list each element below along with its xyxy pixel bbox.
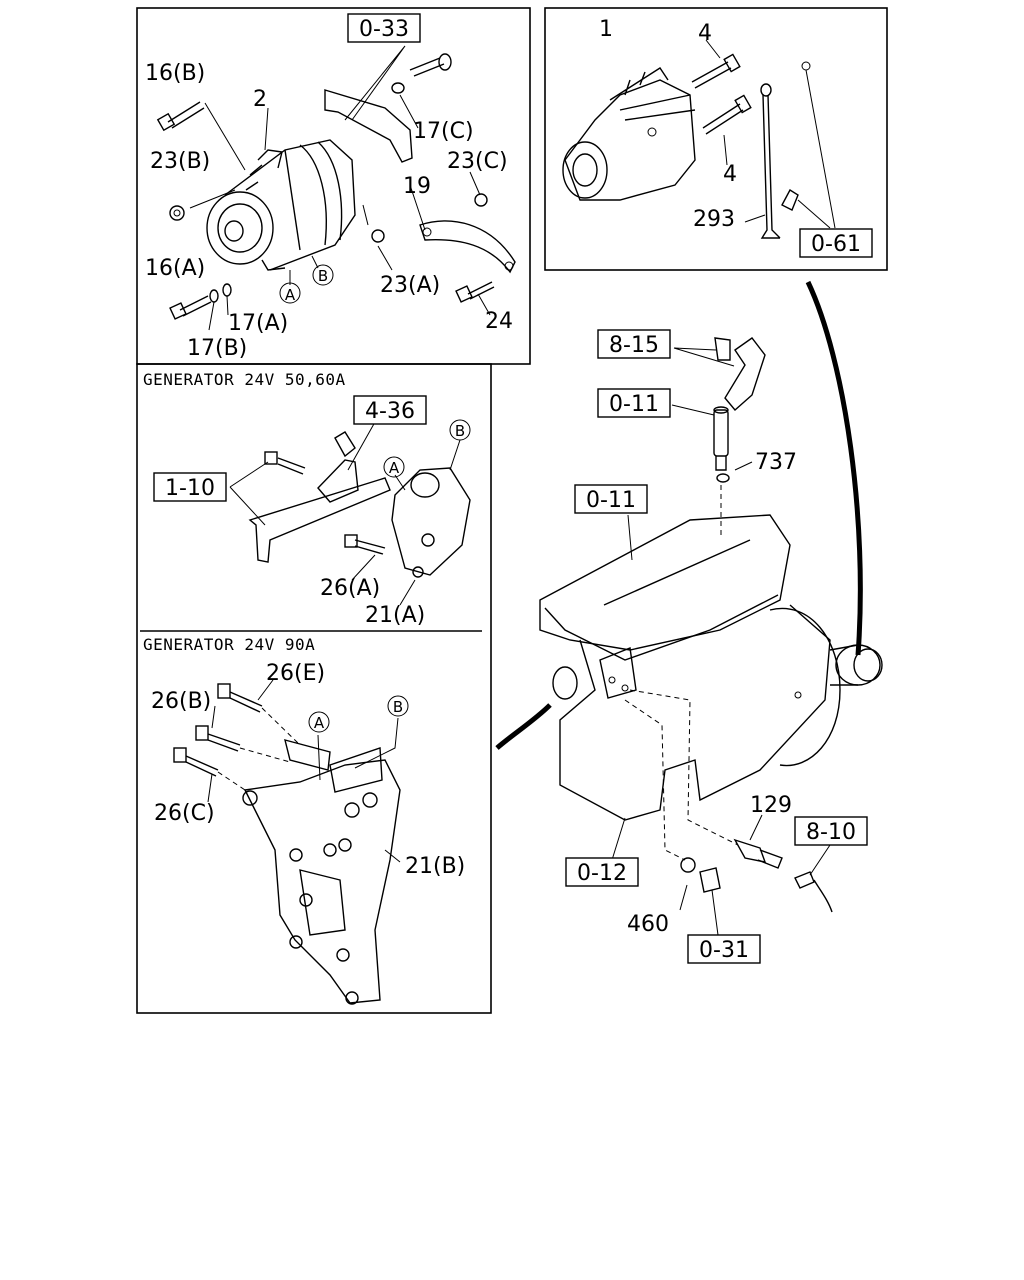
bracket-ref-4-36: 4-36: [365, 399, 415, 424]
gen-label-23b: 23(B): [150, 149, 210, 174]
bracket-label-26a: 26(A): [320, 576, 380, 601]
engine-ref-0-31: 0-31: [699, 938, 749, 963]
gen-marker-a: A: [285, 286, 296, 304]
gen-label-16b: 16(B): [145, 61, 205, 86]
starter-label-4-top: 4: [698, 21, 712, 46]
engine-drawing: [539, 337, 883, 936]
bracket90-label-26c: 26(C): [154, 801, 215, 826]
engine-ref-0-11-head: 0-11: [586, 488, 636, 513]
bracket-ref-1-10: 1-10: [165, 476, 215, 501]
bracket90-marker-a: A: [314, 714, 325, 732]
engine-label-737: 737: [755, 450, 797, 475]
bracket-marker-a: A: [389, 459, 400, 477]
bracket90-marker-b: B: [393, 698, 403, 716]
engine-ref-0-11-stud: 0-11: [609, 392, 659, 417]
gen-marker-b: B: [318, 267, 328, 285]
bracket90-label-21b: 21(B): [405, 854, 465, 879]
bracket90-label-26b: 26(B): [151, 689, 211, 714]
gen-label-2: 2: [253, 87, 267, 112]
starter-drawing: [562, 39, 836, 239]
gen-label-17b: 17(B): [187, 336, 247, 361]
starter-ref-box: 0-61: [811, 232, 861, 257]
gen-label-17c: 17(C): [413, 119, 474, 144]
gen-label-24: 24: [485, 309, 513, 334]
callout-arc-starter: [805, 280, 863, 656]
engine-ref-8-10: 8-10: [806, 820, 856, 845]
bracket-panel-frame: [136, 363, 492, 1014]
bracket90-label-26e: 26(E): [266, 661, 325, 686]
gen-label-23a: 23(A): [380, 273, 440, 298]
bracket-50-60-caption: GENERATOR 24V 50,60A: [143, 370, 346, 389]
bracket-marker-b: B: [455, 422, 465, 440]
starter-label-293: 293: [693, 207, 735, 232]
engine-ref-8-15: 8-15: [609, 333, 659, 358]
engine-label-129: 129: [750, 793, 792, 818]
gen-label-16a: 16(A): [145, 256, 205, 281]
bracket-90-caption: GENERATOR 24V 90A: [143, 635, 315, 654]
starter-label-1: 1: [599, 17, 613, 42]
gen-label-19: 19: [403, 174, 431, 199]
gen-label-17a: 17(A): [228, 311, 288, 336]
bracket-label-21a: 21(A): [365, 603, 425, 628]
gen-ref-box: 0-33: [359, 17, 409, 42]
starter-panel-frame: [544, 7, 888, 271]
gen-label-23c: 23(C): [447, 149, 508, 174]
callout-arc-generator: [495, 703, 552, 750]
engine-ref-0-12: 0-12: [577, 861, 627, 886]
engine-label-460: 460: [627, 912, 669, 937]
generator-drawing: [156, 45, 516, 331]
starter-label-4-bottom: 4: [723, 162, 737, 187]
bracket-50-60-drawing: [229, 419, 471, 606]
bracket-90-drawing: [173, 679, 409, 1005]
